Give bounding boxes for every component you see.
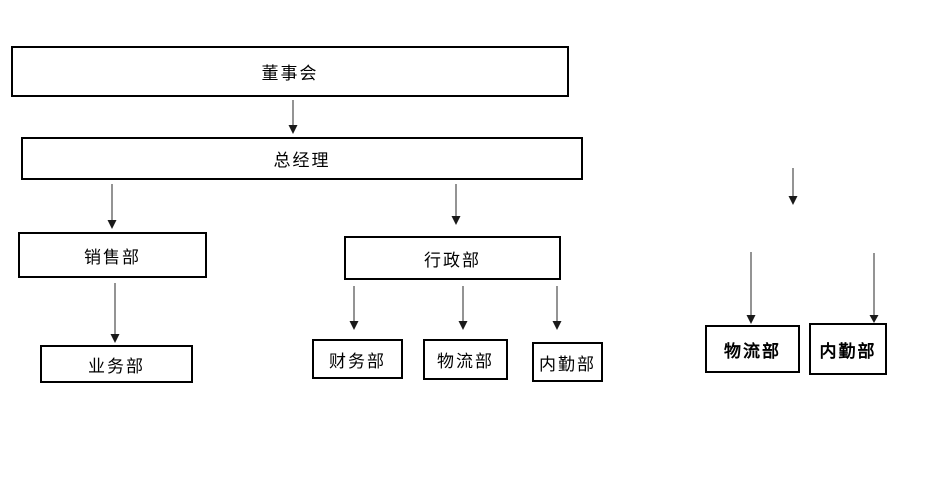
arrow-admin-to-finance — [349, 286, 359, 330]
arrow-to-logistics-right — [746, 252, 756, 324]
arrow-admin-to-logistics — [458, 286, 468, 330]
arrow-admin-to-backoffice — [552, 286, 562, 330]
org-node-admin: 行政部 — [344, 236, 561, 280]
org-node-board: 董事会 — [11, 46, 569, 97]
org-node-logistics-right: 物流部 — [705, 325, 800, 373]
org-node-back-office: 内勤部 — [532, 342, 603, 382]
org-node-finance: 财务部 — [312, 339, 403, 379]
arrow-floating-short — [788, 168, 798, 205]
arrow-sales-to-business — [110, 283, 120, 343]
arrow-gm-to-sales — [107, 184, 117, 229]
org-node-sales: 销售部 — [18, 232, 207, 278]
arrow-board-to-gm — [288, 100, 298, 134]
org-node-business: 业务部 — [40, 345, 193, 383]
org-node-general-manager: 总经理 — [21, 137, 583, 180]
arrow-to-backoffice-right — [869, 253, 879, 323]
org-node-back-office-right: 内勤部 — [809, 323, 887, 375]
arrow-gm-to-admin — [451, 184, 461, 225]
org-node-logistics: 物流部 — [423, 339, 508, 380]
